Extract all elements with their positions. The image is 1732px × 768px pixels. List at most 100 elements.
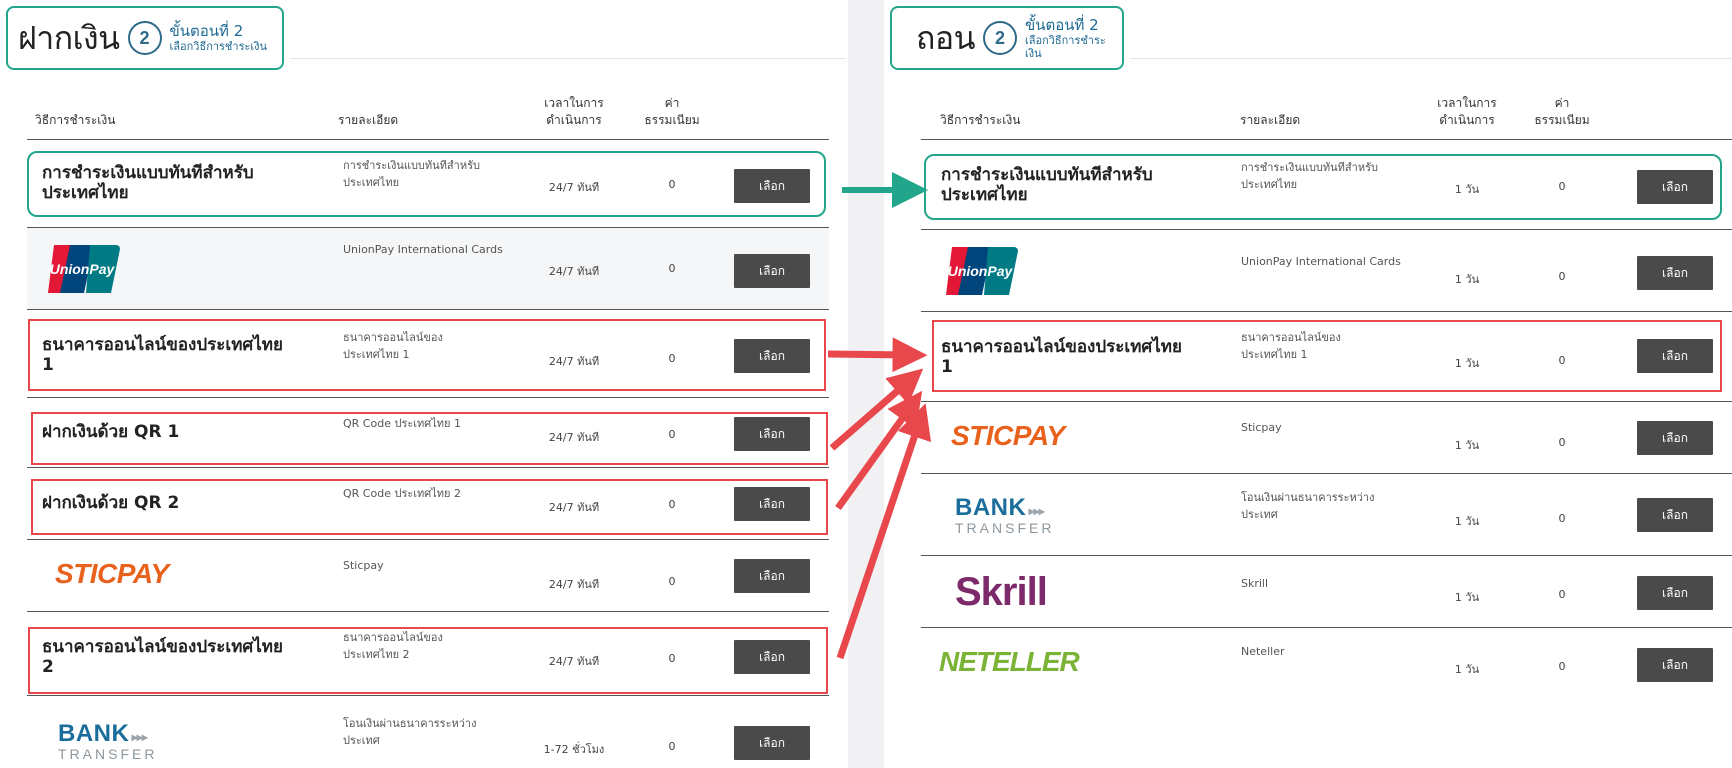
select-button[interactable]: เลือก — [1637, 339, 1713, 373]
column-header-details: รายละเอียด — [338, 113, 399, 127]
table-row: การชำระเงินแบบทันทีสำหรับ ประเทศไทย การช… — [921, 140, 1732, 230]
method-name: ธนาคารออนไลน์ของประเทศไทย 2 — [42, 637, 283, 677]
column-header-method: วิธีการชำระเงิน — [940, 113, 1021, 127]
method-details: Sticpay — [343, 559, 384, 572]
column-header-fee: ค่า ธรรมเนียม — [644, 96, 700, 127]
method-details: Skrill — [1241, 577, 1269, 590]
select-button[interactable]: เลือก — [1637, 576, 1713, 610]
column-header-details: รายละเอียด — [1240, 113, 1301, 127]
step-sublabel: เลือกวิธีการชำระเงิน — [1024, 33, 1106, 60]
method-details: โอนเงินผ่านธนาคารระหว่าง ประเทศ — [1241, 491, 1375, 521]
column-header-method: วิธีการชำระเงิน — [35, 113, 116, 127]
fee-value: 0 — [1558, 436, 1566, 449]
method-name: การชำระเงินแบบทันทีสำหรับ ประเทศไทย — [42, 163, 254, 203]
fee-value: 0 — [1558, 588, 1566, 601]
select-button[interactable]: เลือก — [734, 640, 810, 674]
step-label: ขั้นตอนที่ 2 — [169, 22, 244, 41]
method-details: ธนาคารออนไลน์ของ ประเทศไทย 1 — [343, 331, 443, 361]
method-details: QR Code ประเทศไทย 1 — [343, 417, 461, 430]
step-sublabel: เลือกวิธีการชำระเงิน — [169, 40, 268, 54]
method-name: ฝากเงินด้วย QR 2 — [42, 493, 180, 513]
withdraw-panel: ถอน 2 ขั้นตอนที่ 2 เลือกวิธีการชำระเงิน … — [884, 0, 1732, 768]
step-number-badge: 2 — [982, 21, 1017, 55]
processing-time: 24/7 ทันที — [548, 655, 600, 668]
table-row: NETELLER Neteller 1 วัน 0 เลือก — [921, 628, 1732, 700]
select-button[interactable]: เลือก — [734, 339, 810, 373]
fee-value: 0 — [1558, 270, 1566, 283]
table-row: UnionPay UnionPay International Cards 24… — [27, 228, 829, 310]
processing-time: 24/7 ทันที — [548, 181, 600, 194]
method-details: การชำระเงินแบบทันทีสำหรับ ประเทศไทย — [1241, 161, 1378, 191]
fee-value: 0 — [668, 740, 676, 753]
method-details: การชำระเงินแบบทันทีสำหรับ ประเทศไทย — [343, 159, 480, 189]
panel-divider — [848, 0, 884, 768]
sticpay-logo: STICPAY — [55, 558, 169, 589]
method-name: ธนาคารออนไลน์ของประเทศไทย 1 — [42, 335, 283, 375]
processing-time: 1-72 ชั่วโมง — [543, 743, 605, 756]
table-header: วิธีการชำระเงิน รายละเอียด เวลาในการ ดำเ… — [27, 92, 829, 140]
processing-time: 1 วัน — [1454, 663, 1480, 676]
deposit-panel: ฝากเงิน 2 ขั้นตอนที่ 2 เลือกวิธีการชำระเ… — [0, 0, 846, 768]
table-row: UnionPay UnionPay International Cards 1 … — [921, 230, 1732, 312]
table-row: การชำระเงินแบบทันทีสำหรับ ประเทศไทย การช… — [27, 140, 829, 228]
divider — [290, 58, 846, 59]
fee-value: 0 — [668, 352, 676, 365]
bank-transfer-logo: BANK ▸▸▸ TRANSFER — [58, 720, 158, 762]
processing-time: 1 วัน — [1454, 273, 1480, 286]
method-details: UnionPay International Cards — [1241, 255, 1401, 268]
select-button[interactable]: เลือก — [734, 559, 810, 593]
svg-text:UnionPay: UnionPay — [50, 261, 116, 277]
table-row: ฝากเงินด้วย QR 2 QR Code ประเทศไทย 2 24/… — [27, 468, 829, 540]
method-details: Neteller — [1241, 645, 1285, 658]
fee-value: 0 — [668, 498, 676, 511]
processing-time: 24/7 ทันที — [548, 355, 600, 368]
method-details: QR Code ประเทศไทย 2 — [343, 487, 461, 500]
select-button[interactable]: เลือก — [1637, 256, 1713, 290]
withdraw-header: ถอน 2 ขั้นตอนที่ 2 เลือกวิธีการชำระเงิน — [890, 6, 1124, 70]
fee-value: 0 — [1558, 180, 1566, 193]
select-button[interactable]: เลือก — [1637, 648, 1713, 682]
method-name: การชำระเงินแบบทันทีสำหรับ ประเทศไทย — [941, 165, 1153, 205]
processing-time: 1 วัน — [1454, 439, 1480, 452]
select-button[interactable]: เลือก — [734, 254, 810, 288]
table-row: STICPAY Sticpay 24/7 ทันที 0 เลือก — [27, 540, 829, 612]
fee-value: 0 — [668, 428, 676, 441]
table-row: Skrill Skrill 1 วัน 0 เลือก — [921, 556, 1732, 628]
column-header-fee: ค่า ธรรมเนียม — [1534, 96, 1590, 127]
fee-value: 0 — [668, 262, 676, 275]
processing-time: 1 วัน — [1454, 183, 1480, 196]
column-header-time: เวลาในการ ดำเนินการ — [1437, 96, 1497, 127]
table-header: วิธีการชำระเงิน รายละเอียด เวลาในการ ดำเ… — [921, 92, 1732, 140]
table-row: ธนาคารออนไลน์ของประเทศไทย 2 ธนาคารออนไลน… — [27, 612, 829, 696]
table-row: BANK ▸▸▸ TRANSFER โอนเงินผ่านธนาคารระหว่… — [921, 474, 1732, 556]
neteller-logo: NETELLER — [939, 646, 1080, 677]
select-button[interactable]: เลือก — [1637, 170, 1713, 204]
table-row: ฝากเงินด้วย QR 1 QR Code ประเทศไทย 1 24/… — [27, 398, 829, 468]
sticpay-logo: STICPAY — [951, 420, 1065, 451]
skrill-logo: Skrill — [955, 570, 1048, 614]
processing-time: 24/7 ทันที — [548, 578, 600, 591]
method-details: ธนาคารออนไลน์ของ ประเทศไทย 2 — [343, 631, 443, 661]
select-button[interactable]: เลือก — [1637, 421, 1713, 455]
method-details: Sticpay — [1241, 421, 1282, 434]
method-details: UnionPay International Cards — [343, 243, 503, 256]
processing-time: 24/7 ทันที — [548, 431, 600, 444]
processing-time: 1 วัน — [1454, 591, 1480, 604]
table-row: STICPAY Sticpay 1 วัน 0 เลือก — [921, 402, 1732, 474]
fee-value: 0 — [668, 178, 676, 191]
select-button[interactable]: เลือก — [734, 726, 810, 760]
select-button[interactable]: เลือก — [1637, 498, 1713, 532]
fee-value: 0 — [668, 652, 676, 665]
method-name: ฝากเงินด้วย QR 1 — [42, 422, 180, 442]
unionpay-logo: UnionPay — [48, 245, 120, 293]
processing-time: 24/7 ทันที — [548, 501, 600, 514]
select-button[interactable]: เลือก — [734, 487, 810, 521]
table-row: ธนาคารออนไลน์ของประเทศไทย 1 ธนาคารออนไลน… — [921, 312, 1732, 402]
unionpay-logo: UnionPay — [946, 247, 1018, 295]
select-button[interactable]: เลือก — [734, 169, 810, 203]
fee-value: 0 — [1558, 354, 1566, 367]
processing-time: 24/7 ทันที — [548, 265, 600, 278]
select-button[interactable]: เลือก — [734, 417, 810, 451]
chevron-right-icon: ▸▸▸ — [1026, 504, 1045, 518]
chevron-right-icon: ▸▸▸ — [129, 730, 148, 744]
